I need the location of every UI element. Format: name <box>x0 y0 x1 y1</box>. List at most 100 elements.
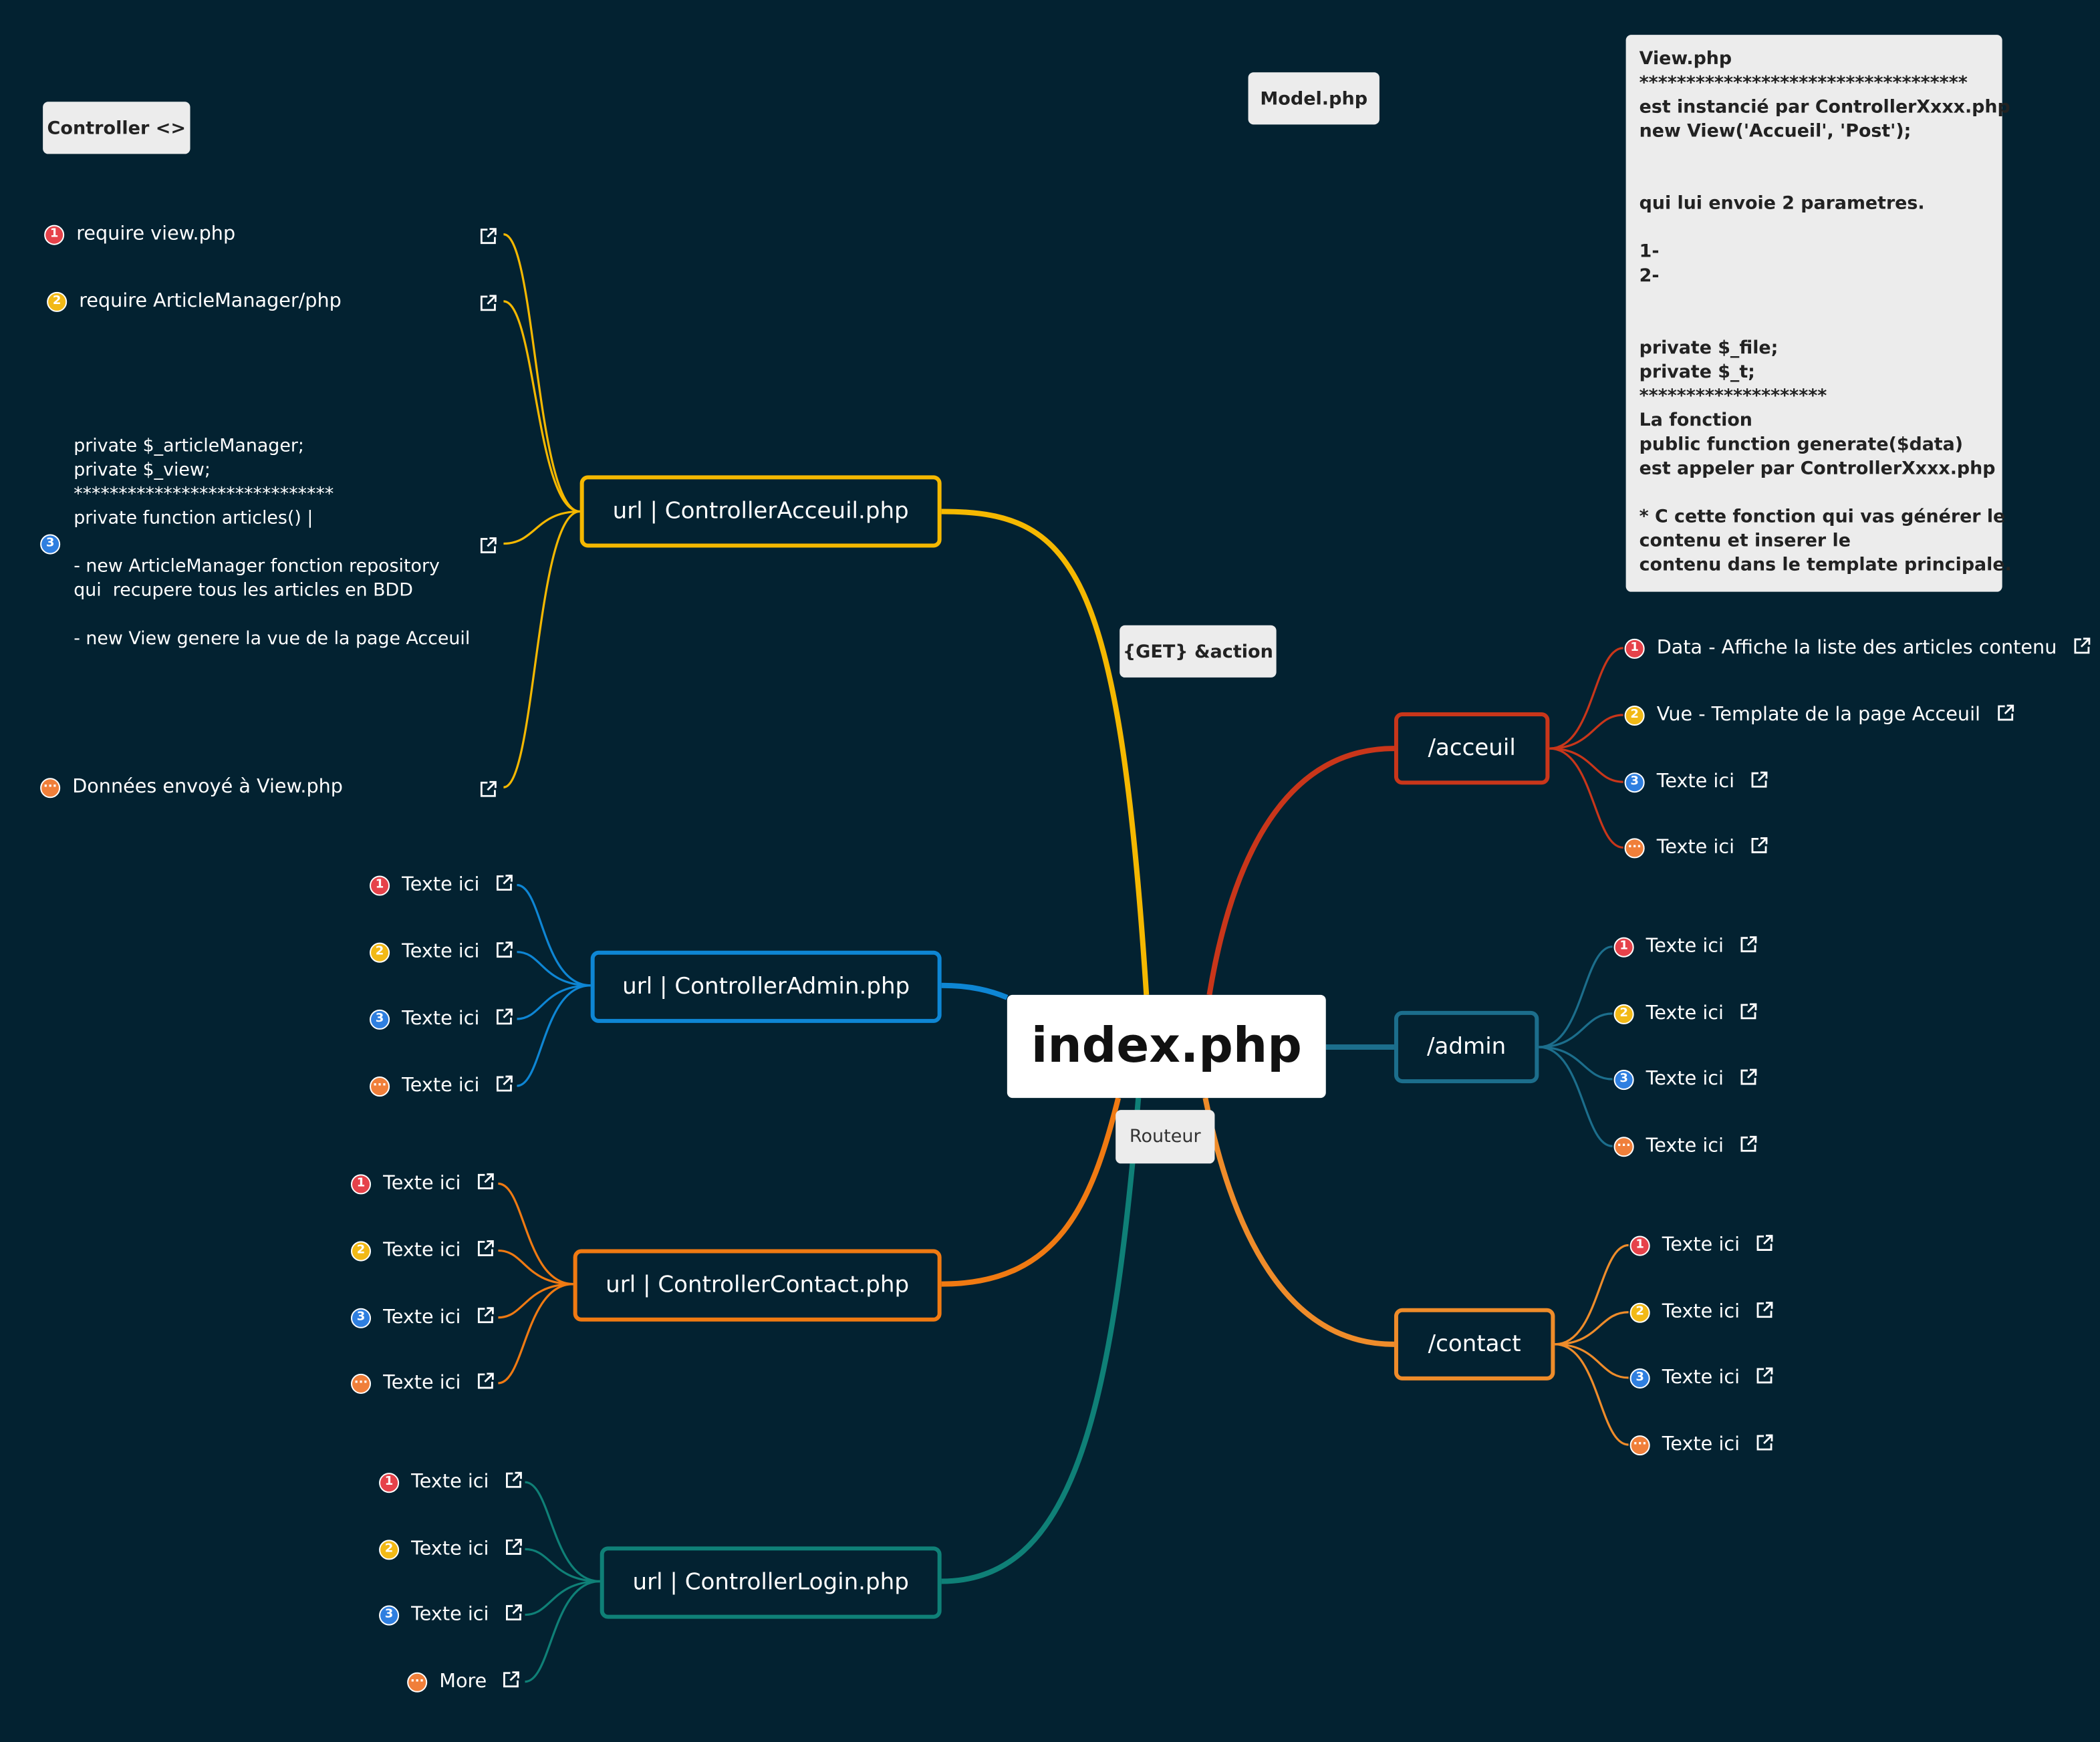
list-item[interactable]: ··· Texte ici <box>370 1071 513 1101</box>
external-link-icon[interactable] <box>477 1306 494 1329</box>
get-action-note[interactable]: {GET} &action <box>1120 625 1277 678</box>
topic-route-acceuil[interactable]: /acceuil <box>1394 712 1550 785</box>
login-controller-leaf-lines <box>525 1481 600 1683</box>
external-link-icon[interactable] <box>505 1471 523 1493</box>
leaf-label: Texte ici <box>383 1306 461 1328</box>
topic-controller-acceuil[interactable]: url | ControllerAcceuil.php <box>579 475 942 548</box>
topic-controller-login[interactable]: url | ControllerLogin.php <box>600 1546 942 1619</box>
external-link-icon[interactable] <box>1740 935 1757 958</box>
view-php-note[interactable]: View.php *******************************… <box>1625 35 2012 592</box>
more-icon: ··· <box>1624 837 1645 858</box>
list-item[interactable]: ··· Texte ici <box>350 1368 495 1398</box>
list-item[interactable]: 2 require ArticleManager/php <box>47 287 342 316</box>
external-link-icon[interactable] <box>505 1538 523 1560</box>
list-item[interactable]: 1 Texte ici <box>350 1169 495 1198</box>
priority-3-icon: 3 <box>1624 772 1645 792</box>
list-item[interactable]: ··· More <box>407 1667 520 1697</box>
priority-1-icon: 1 <box>1613 936 1634 957</box>
priority-2-icon: 2 <box>1629 1302 1650 1322</box>
more-icon: ··· <box>40 777 61 798</box>
routeur-label[interactable]: Routeur <box>1115 1110 1215 1164</box>
list-item[interactable]: 2 Texte ici <box>350 1236 495 1266</box>
external-link-icon[interactable] <box>479 225 497 251</box>
central-topic-index[interactable]: index.php <box>1007 994 1326 1099</box>
topic-route-admin[interactable]: /admin <box>1394 1010 1539 1084</box>
external-link-icon[interactable] <box>477 1240 494 1262</box>
external-link-icon[interactable] <box>1756 1301 1773 1324</box>
list-item[interactable]: 3 Texte ici <box>1629 1363 1774 1393</box>
list-item[interactable]: 3 Texte ici <box>1624 767 1768 796</box>
contact-route-leaf-lines <box>1555 1244 1629 1446</box>
external-link-icon[interactable] <box>1756 1366 1773 1389</box>
priority-1-icon: 1 <box>44 224 65 245</box>
list-item[interactable]: ··· Texte ici <box>1613 1131 1758 1161</box>
list-item[interactable]: 2 Texte ici <box>1629 1298 1774 1327</box>
list-item[interactable]: 1 Texte ici <box>1629 1230 1774 1260</box>
branch-acceuil-controller <box>941 509 1150 996</box>
external-link-icon[interactable] <box>503 1671 520 1693</box>
external-link-icon[interactable] <box>477 1372 494 1395</box>
priority-1-icon: 1 <box>1624 637 1645 658</box>
external-link-icon[interactable] <box>477 1172 494 1195</box>
external-link-icon[interactable] <box>1996 704 2014 726</box>
leaf-label: Texte ici <box>1662 1434 1740 1456</box>
external-link-icon[interactable] <box>479 292 497 317</box>
leaf-label: Texte ici <box>383 1240 461 1262</box>
list-item[interactable]: ··· Texte ici <box>1629 1430 1774 1459</box>
external-link-icon[interactable] <box>505 1604 523 1626</box>
leaf-label: Vue - Template de la page Acceuil <box>1656 704 1981 726</box>
list-item[interactable]: 2 Vue - Template de la page Acceuil <box>1624 700 2014 730</box>
external-link-icon[interactable] <box>1750 770 1768 793</box>
priority-3-icon: 3 <box>350 1307 372 1328</box>
list-item[interactable]: 1 Data - Affiche la liste des articles c… <box>1624 633 2091 663</box>
branch-contact-route <box>1202 1097 1394 1347</box>
external-link-icon[interactable] <box>1756 1433 1773 1456</box>
external-link-icon[interactable] <box>496 1008 513 1030</box>
list-item[interactable]: 3 Texte ici <box>350 1303 495 1332</box>
list-item[interactable]: 1 require view.php <box>44 220 235 249</box>
list-item[interactable]: 2 Texte ici <box>370 937 513 967</box>
priority-3-icon: 3 <box>370 1008 390 1029</box>
branch-contact-controller <box>941 1097 1122 1287</box>
model-note[interactable]: Model.php <box>1248 72 1380 125</box>
external-link-icon[interactable] <box>1740 1135 1757 1157</box>
list-item[interactable]: ··· Données envoyé à View.php <box>40 772 343 802</box>
leaf-label: Texte ici <box>1662 1234 1740 1256</box>
admin-controller-leaf-lines <box>517 883 591 1087</box>
leaf-label: Texte ici <box>1662 1301 1740 1323</box>
topic-controller-contact[interactable]: url | ControllerContact.php <box>573 1249 942 1322</box>
external-link-icon[interactable] <box>1740 1002 1757 1025</box>
list-item[interactable]: 2 Texte ici <box>379 1534 523 1564</box>
external-link-icon[interactable] <box>496 1074 513 1097</box>
list-item[interactable]: 1 Texte ici <box>1613 932 1758 962</box>
list-item[interactable]: 3 Texte ici <box>370 1004 513 1034</box>
more-icon: ··· <box>370 1076 390 1097</box>
priority-1-icon: 1 <box>1629 1235 1650 1256</box>
contact-controller-leaf-lines <box>498 1182 573 1385</box>
branch-admin-controller <box>941 982 1009 1000</box>
list-item[interactable]: 1 Texte ici <box>370 870 513 899</box>
external-link-icon[interactable] <box>1756 1234 1773 1257</box>
external-link-icon[interactable] <box>496 873 513 896</box>
list-item[interactable]: 2 Texte ici <box>1613 999 1758 1028</box>
list-item[interactable]: 3 <box>40 529 72 559</box>
topic-controller-admin[interactable]: url | ControllerAdmin.php <box>590 950 942 1023</box>
controller-note[interactable]: Controller <> <box>43 102 190 154</box>
external-link-icon[interactable] <box>479 778 497 803</box>
leaf-label: Texte ici <box>1656 837 1735 859</box>
list-item[interactable]: 1 Texte ici <box>379 1467 523 1497</box>
leaf-label: Texte ici <box>1646 1068 1724 1091</box>
leaf-label: require view.php <box>76 223 236 245</box>
external-link-icon[interactable] <box>479 535 497 560</box>
external-link-icon[interactable] <box>496 941 513 964</box>
list-item[interactable]: 3 Texte ici <box>1613 1064 1758 1094</box>
acceuil-route-leaf-lines <box>1549 647 1623 849</box>
external-link-icon[interactable] <box>2073 637 2090 660</box>
priority-3-icon: 3 <box>379 1604 400 1625</box>
list-item[interactable]: ··· Texte ici <box>1624 833 1768 862</box>
external-link-icon[interactable] <box>1740 1068 1757 1091</box>
topic-route-contact[interactable]: /contact <box>1394 1308 1555 1381</box>
list-item[interactable]: 3 Texte ici <box>379 1600 523 1630</box>
external-link-icon[interactable] <box>1750 836 1768 859</box>
